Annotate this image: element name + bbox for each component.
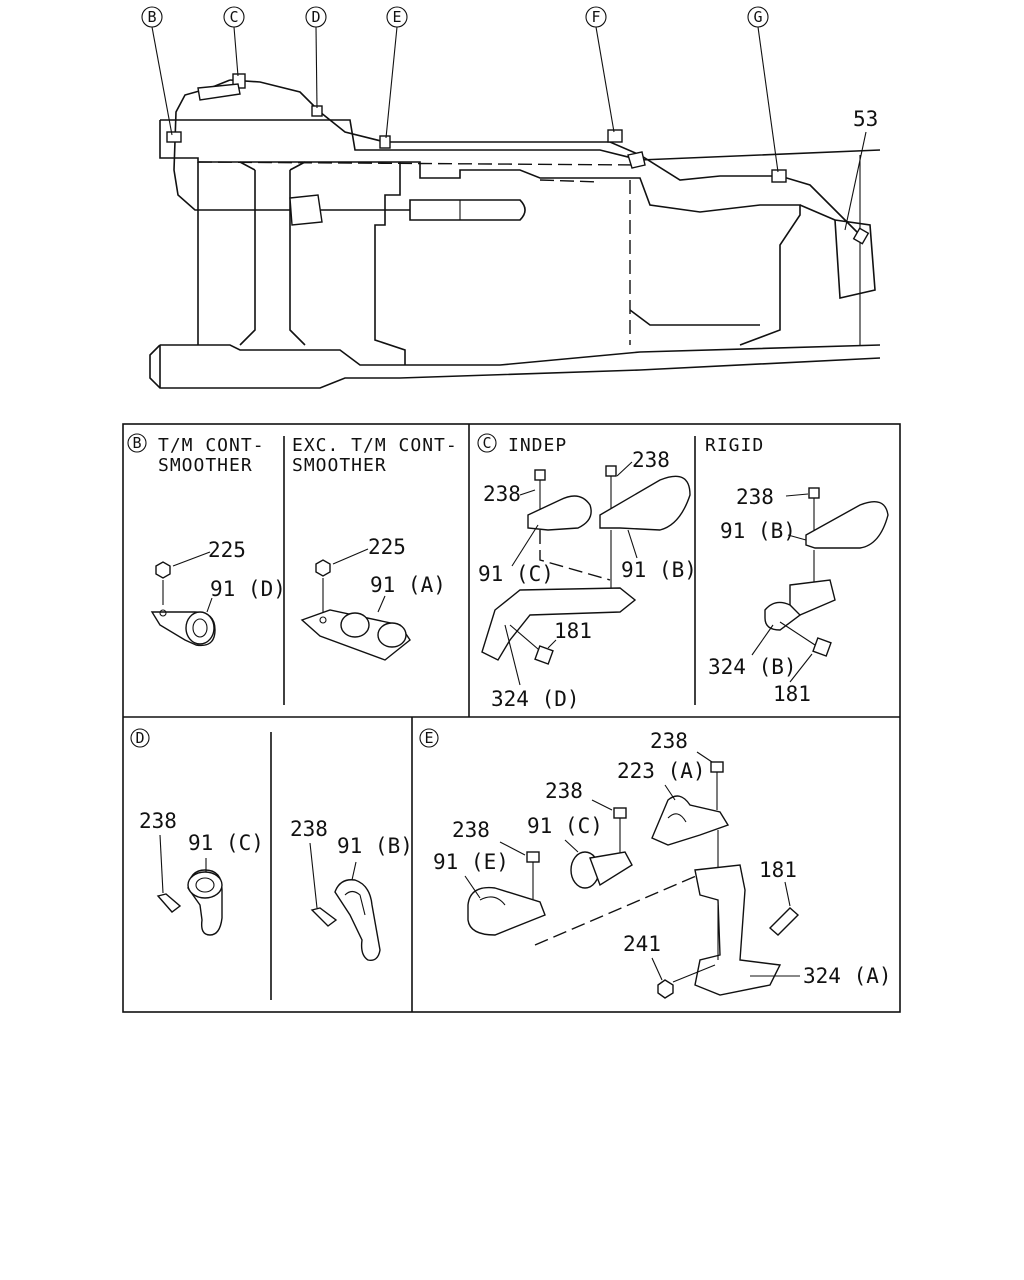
callout-d: D [305, 6, 327, 109]
panel-c-rigid-part-238: 238 [736, 485, 774, 509]
panel-e-part-181: 181 [759, 858, 797, 882]
svg-text:E: E [424, 729, 433, 747]
svg-text:B: B [132, 434, 141, 452]
panel-c-rigid-part-181: 181 [773, 682, 811, 706]
panel-e-part-238b: 238 [545, 779, 583, 803]
panel-c-indep-part-238a: 238 [483, 482, 521, 506]
callout-e: E [385, 6, 408, 139]
svg-text:E: E [392, 8, 401, 26]
panel-d-right-part-91b: 91 (B) [337, 834, 413, 858]
svg-text:F: F [591, 8, 600, 26]
callout-c: C [223, 6, 245, 77]
panel-e-part-223a: 223 (A) [617, 759, 706, 783]
panel-c-indep-part-91c: 91 (C) [478, 562, 554, 586]
part-label-53: 53 [853, 107, 878, 131]
panel-b-left-title-2: SMOOTHER [158, 455, 253, 476]
panel-c-rigid-part-91b: 91 (B) [720, 519, 796, 543]
panel-d-left-part-238: 238 [139, 809, 177, 833]
svg-text:G: G [753, 8, 762, 26]
panel-e-part-91e: 91 (E) [433, 850, 509, 874]
svg-text:D: D [135, 729, 144, 747]
panel-c-indep-part-238b: 238 [632, 448, 670, 472]
panel-b-right-part-225: 225 [368, 535, 406, 559]
panel-d-right-part-238: 238 [290, 817, 328, 841]
panel-grid [122, 423, 901, 1013]
svg-text:D: D [311, 8, 320, 26]
panel-c-indep-title: INDEP [508, 435, 567, 456]
svg-text:B: B [147, 8, 156, 26]
panel-e-part-91c: 91 (C) [527, 814, 603, 838]
panel-c-indep-part-324d: 324 (D) [491, 687, 580, 711]
panel-e-part-238c: 238 [452, 818, 490, 842]
panel-c-rigid-part-324b: 324 (B) [708, 655, 797, 679]
callout-b: B [141, 6, 173, 136]
panel-e: E 238 223 (A) 238 91 (C) 238 [419, 728, 892, 999]
panel-b-left-title-1: T/M CONT- [158, 435, 265, 456]
callout-f: F [585, 6, 615, 133]
panel-d-left-part-91c: 91 (C) [188, 831, 264, 855]
panel-e-part-324a: 324 (A) [803, 964, 892, 988]
panel-b-right-part-91a: 91 (A) [370, 573, 446, 597]
panel-b-left-part-225: 225 [208, 538, 246, 562]
panel-e-part-238a: 238 [650, 729, 688, 753]
panel-e-part-241: 241 [623, 932, 661, 956]
panel-b: B T/M CONT- SMOOTHER EXC. T/M CONT- SMOO… [127, 433, 458, 661]
callout-g: G [747, 6, 779, 173]
panel-c-rigid-title: RIGID [705, 435, 764, 456]
panel-c-indep-part-91b: 91 (B) [621, 558, 697, 582]
chassis-overview: B C D E F G 53 [141, 6, 881, 389]
panel-b-left-part-91d: 91 (D) [210, 577, 286, 601]
svg-text:C: C [229, 8, 238, 26]
panel-c: C INDEP RIGID 238 238 91 (C) 91 (B) 181 … [477, 433, 889, 711]
panel-b-right-title-2: SMOOTHER [292, 455, 387, 476]
panel-c-indep-part-181: 181 [554, 619, 592, 643]
svg-text:C: C [482, 434, 491, 452]
panel-d: D 238 91 (C) 238 91 (B) [130, 728, 413, 961]
panel-b-right-title-1: EXC. T/M CONT- [292, 435, 458, 456]
